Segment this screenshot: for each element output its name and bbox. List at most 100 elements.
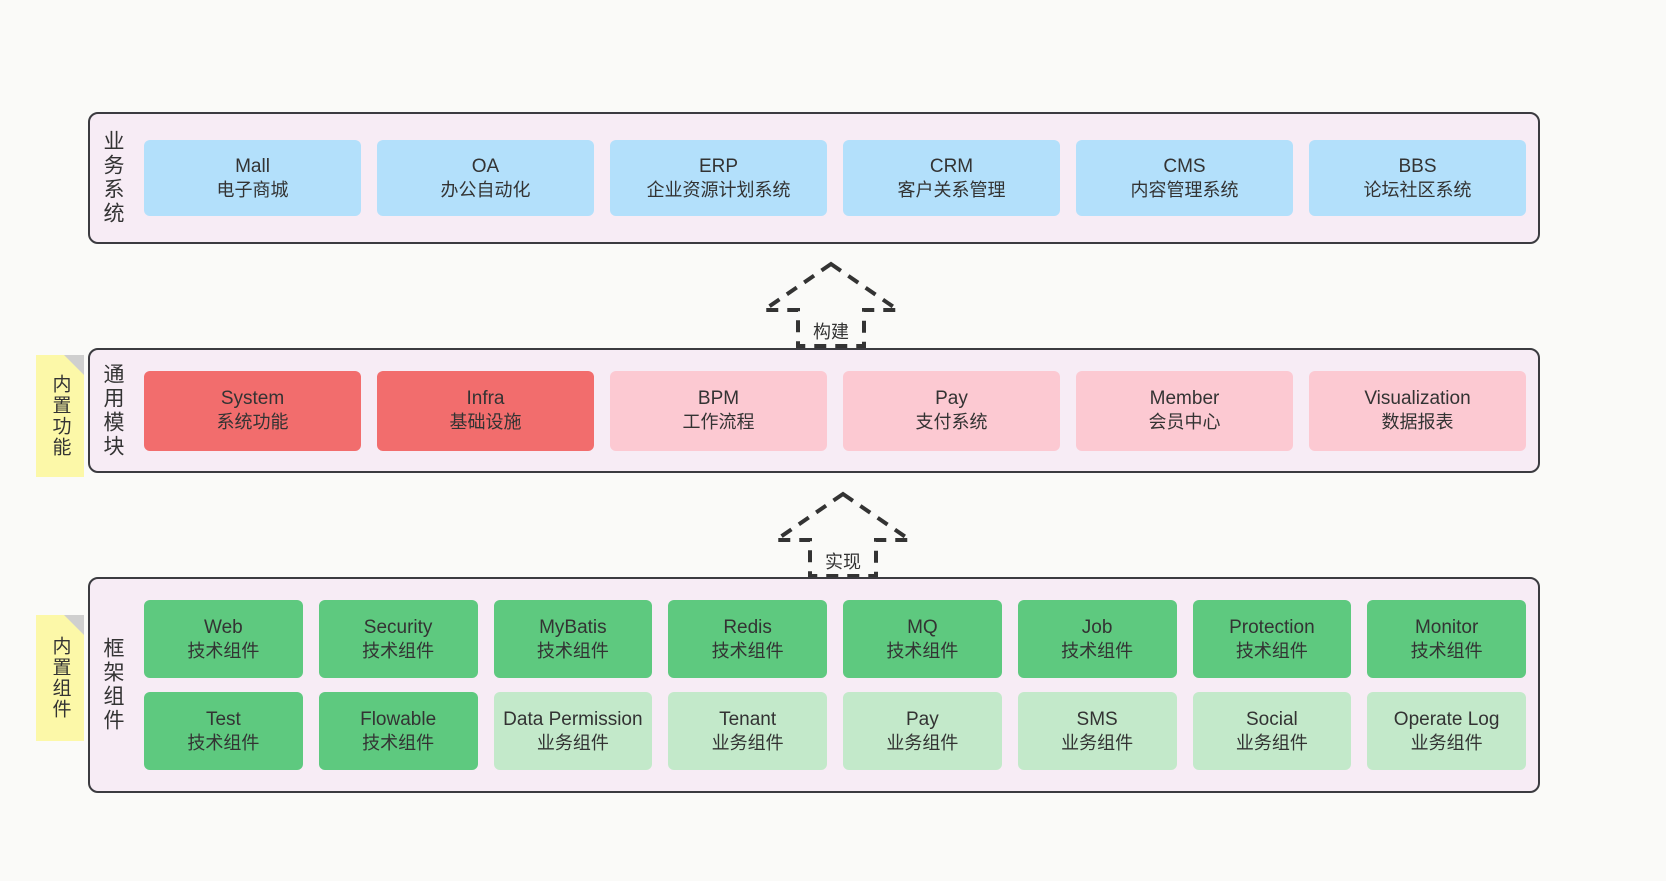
node-title-en: MyBatis <box>539 616 607 638</box>
node-erp[interactable]: ERP 企业资源计划系统 <box>610 140 827 216</box>
node-tenant[interactable]: Tenant 业务组件 <box>668 692 827 770</box>
node-title-cn: 会员中心 <box>1148 412 1221 433</box>
node-web[interactable]: Web 技术组件 <box>144 600 303 678</box>
node-title-en: Flowable <box>360 708 437 730</box>
node-title-cn: 业务组件 <box>536 732 609 753</box>
node-title-cn: 技术组件 <box>886 640 959 661</box>
node-title-en: Operate Log <box>1393 708 1500 730</box>
layer-body-framework-component: Web 技术组件 Security 技术组件 MyBatis 技术组件 Redi… <box>134 579 1538 791</box>
node-mq[interactable]: MQ 技术组件 <box>843 600 1002 678</box>
node-title-cn: 工作流程 <box>682 412 755 433</box>
node-title-cn: 客户关系管理 <box>897 179 1006 200</box>
node-title-cn: 技术组件 <box>1061 640 1134 661</box>
node-title-en: Pay <box>935 388 968 410</box>
node-infra[interactable]: Infra 基础设施 <box>377 370 594 451</box>
sticky-note-builtin-feature: 内置功能 <box>36 355 84 477</box>
node-title-en: Protection <box>1229 616 1315 638</box>
node-title-en: CMS <box>1163 155 1206 177</box>
node-test[interactable]: Test 技术组件 <box>144 692 303 770</box>
node-title-en: ERP <box>698 155 739 177</box>
layer-title-common-module: 通用模块 <box>101 362 124 459</box>
node-title-en: Tenant <box>719 708 777 730</box>
layer-framework-component: 框架组件 Web 技术组件 Security 技术组件 MyBatis 技术组件… <box>88 577 1540 793</box>
node-title-cn: 论坛社区系统 <box>1363 179 1472 200</box>
arrow-build-up: 构建 <box>758 258 904 352</box>
node-row: System 系统功能 Infra 基础设施 BPM 工作流程 Pay 支付系统… <box>144 370 1526 451</box>
node-flowable[interactable]: Flowable 技术组件 <box>318 692 478 770</box>
node-title-en: Redis <box>723 616 772 638</box>
arrow-label-implement: 实现 <box>825 552 861 572</box>
node-system[interactable]: System 系统功能 <box>144 370 361 451</box>
layer-body-business-system: Mall 电子商城 OA 办公自动化 ERP 企业资源计划系统 CRM 客户关系… <box>134 114 1538 242</box>
node-row: Test 技术组件 Flowable 技术组件 Data Permission … <box>144 692 1526 770</box>
node-title-en: BBS <box>1398 155 1437 177</box>
node-bbs[interactable]: BBS 论坛社区系统 <box>1309 140 1526 216</box>
node-title-cn: 技术组件 <box>187 640 260 661</box>
node-title-cn: 技术组件 <box>1235 640 1308 661</box>
node-title-cn: 办公自动化 <box>440 179 531 200</box>
sticky-note-builtin-component: 内置组件 <box>36 615 84 741</box>
node-title-cn: 业务组件 <box>1061 732 1134 753</box>
node-title-cn: 技术组件 <box>362 640 435 661</box>
node-job[interactable]: Job 技术组件 <box>1017 600 1177 678</box>
sticky-note-label: 内置功能 <box>49 374 71 458</box>
node-monitor[interactable]: Monitor 技术组件 <box>1367 600 1526 678</box>
layer-common-module: 通用模块 System 系统功能 Infra 基础设施 BPM 工作流程 Pay… <box>88 348 1540 473</box>
node-title-en: CRM <box>929 155 974 177</box>
node-title-cn: 技术组件 <box>711 640 784 661</box>
node-title-en: Member <box>1149 388 1220 410</box>
node-social[interactable]: Social 业务组件 <box>1192 692 1352 770</box>
node-operate-log[interactable]: Operate Log 业务组件 <box>1367 692 1526 770</box>
page-fold-icon <box>64 355 84 375</box>
node-title-en: Mall <box>235 155 270 177</box>
node-member[interactable]: Member 会员中心 <box>1076 370 1293 451</box>
node-title-cn: 业务组件 <box>1410 732 1483 753</box>
node-title-en: SMS <box>1076 708 1118 730</box>
node-title-en: BPM <box>697 388 740 410</box>
node-cms[interactable]: CMS 内容管理系统 <box>1076 140 1293 216</box>
node-title-cn: 业务组件 <box>1235 732 1308 753</box>
node-title-cn: 技术组件 <box>362 732 435 753</box>
node-title-en: OA <box>471 155 500 177</box>
node-title-cn: 系统功能 <box>216 412 289 433</box>
layer-business-system: 业务系统 Mall 电子商城 OA 办公自动化 ERP 企业资源计划系统 CRM… <box>88 112 1540 244</box>
node-title-cn: 技术组件 <box>187 732 260 753</box>
node-bpm[interactable]: BPM 工作流程 <box>610 370 827 451</box>
node-title-cn: 业务组件 <box>711 732 784 753</box>
node-title-cn: 业务组件 <box>886 732 959 753</box>
node-security[interactable]: Security 技术组件 <box>318 600 478 678</box>
layer-title-business-system: 业务系统 <box>101 130 124 226</box>
node-mall[interactable]: Mall 电子商城 <box>144 140 361 216</box>
layer-title-framework-component: 框架组件 <box>101 637 124 733</box>
node-crm[interactable]: CRM 客户关系管理 <box>843 140 1060 216</box>
node-oa[interactable]: OA 办公自动化 <box>377 140 594 216</box>
node-title-en: Web <box>204 616 243 638</box>
arrow-label-build: 构建 <box>813 322 849 342</box>
node-title-en: Visualization <box>1364 388 1471 410</box>
node-title-en: MQ <box>907 616 938 638</box>
node-row: Web 技术组件 Security 技术组件 MyBatis 技术组件 Redi… <box>144 600 1526 678</box>
node-sms[interactable]: SMS 业务组件 <box>1017 692 1177 770</box>
layer-body-common-module: System 系统功能 Infra 基础设施 BPM 工作流程 Pay 支付系统… <box>134 350 1538 471</box>
node-protection[interactable]: Protection 技术组件 <box>1192 600 1352 678</box>
node-pay-biz[interactable]: Pay 业务组件 <box>843 692 1002 770</box>
node-title-en: Pay <box>906 708 939 730</box>
node-title-en: Data Permission <box>503 708 643 730</box>
node-title-cn: 企业资源计划系统 <box>646 179 791 200</box>
node-mybatis[interactable]: MyBatis 技术组件 <box>493 600 653 678</box>
node-title-en: Test <box>205 708 241 730</box>
node-title-cn: 技术组件 <box>536 640 609 661</box>
node-data-permission[interactable]: Data Permission 业务组件 <box>493 692 653 770</box>
node-row: Mall 电子商城 OA 办公自动化 ERP 企业资源计划系统 CRM 客户关系… <box>144 140 1526 216</box>
sticky-note-label: 内置组件 <box>49 636 71 720</box>
arrow-implement-up: 实现 <box>770 488 916 582</box>
node-title-en: Infra <box>466 388 505 410</box>
node-title-cn: 技术组件 <box>1410 640 1483 661</box>
node-redis[interactable]: Redis 技术组件 <box>668 600 827 678</box>
node-pay[interactable]: Pay 支付系统 <box>843 370 1060 451</box>
node-title-en: Social <box>1246 708 1298 730</box>
node-title-cn: 电子商城 <box>216 179 289 200</box>
node-title-cn: 数据报表 <box>1381 412 1454 433</box>
node-visualization[interactable]: Visualization 数据报表 <box>1309 370 1526 451</box>
